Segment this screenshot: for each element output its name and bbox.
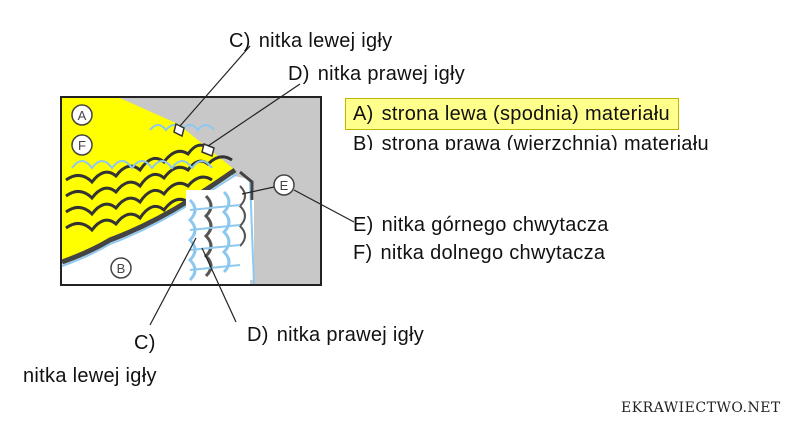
- callout-d-bottom: D) nitka prawej igły: [247, 323, 424, 347]
- marker-f-letter: F: [78, 138, 86, 153]
- callout-c-bottom-key: C): [134, 332, 156, 354]
- legend-item-e: E) nitka górnego chwytacza: [353, 213, 609, 237]
- legend-e-key: E): [353, 214, 374, 236]
- legend-f-text: nitka dolnego chwytacza: [380, 242, 606, 264]
- marker-e: E: [273, 174, 295, 196]
- legend-b-key: B): [353, 133, 374, 150]
- legend-e-text: nitka górnego chwytacza: [381, 214, 609, 236]
- marker-f: F: [71, 134, 93, 156]
- needle-thread-ladder: [186, 170, 255, 285]
- marker-b: B: [110, 257, 132, 279]
- legend-item-a: A) strona lewa (spodnia) materiału: [345, 98, 679, 130]
- legend-b-text: strona prawa (wierzchnia) materiału: [381, 133, 709, 150]
- callout-c-top: C) nitka lewej igły: [229, 29, 392, 53]
- site-watermark: EKRAWIECTWO.NET: [621, 400, 781, 416]
- marker-e-letter: E: [280, 178, 289, 193]
- legend-a-text: strona lewa (spodnia) materiału: [381, 103, 670, 125]
- callout-d-bottom-text: nitka prawej igły: [276, 324, 425, 346]
- leader-lines: [149, 45, 355, 326]
- marker-b-letter: B: [117, 261, 126, 276]
- callout-c-top-text: nitka lewej igły: [258, 30, 393, 52]
- callout-d-top-key: D): [288, 63, 310, 85]
- callout-d-top-text: nitka prawej igły: [317, 63, 466, 85]
- callout-d-bottom-key: D): [247, 324, 269, 346]
- legend-item-f: F) nitka dolnego chwytacza: [353, 241, 605, 265]
- thread-end-c: [173, 122, 185, 138]
- callout-c-top-key: C): [229, 30, 251, 52]
- legend-a-key: A): [353, 103, 374, 125]
- thread-end-d: [201, 142, 215, 158]
- marker-a-letter: A: [78, 108, 87, 123]
- callout-c-bottom-text: nitka lewej igły: [23, 365, 157, 387]
- legend-item-b: B) strona prawa (wierzchnia) materiału: [353, 132, 709, 150]
- callout-d-top: D) nitka prawej igły: [288, 62, 465, 86]
- legend-f-key: F): [353, 242, 373, 264]
- marker-a: A: [71, 104, 93, 126]
